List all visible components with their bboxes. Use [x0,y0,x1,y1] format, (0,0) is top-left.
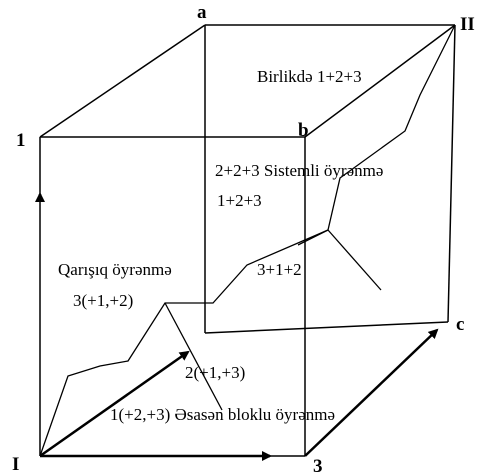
corner-a-label: a [197,2,207,23]
arrow-diagonal [39,350,190,458]
branch-right [327,229,382,291]
mixed-label: Qarışıq öyrənmə [58,260,172,279]
axis-arrows [35,192,439,461]
corner-1-label: 1 [16,130,26,151]
edge-hidden-c [204,321,449,334]
branch-left [297,229,329,246]
learning-path [39,24,456,457]
mixed-sub-label: 3(+1,+2) [73,291,133,310]
corner-3-label: 3 [313,456,323,474]
corner-c-label: c [456,314,464,335]
cube-edges [39,24,456,456]
mixed-order-label: 3+1+2 [257,260,302,279]
systematic-label: 2+2+3 Sistemli öyrənmə [215,161,383,180]
arrow-3-to-c [304,328,439,457]
corner-b-label: b [298,120,309,141]
block-label: 1(+2,+3) Əsasən bloklu öyrənmə [110,405,335,424]
path-2-label: 2(+1,+3) [185,363,245,382]
edge-II-c [447,24,456,323]
systematic-sub-label: 1+2+3 [217,191,262,210]
edge-b-II [304,24,456,138]
corner-I-label: I [12,454,19,474]
corner-II-label: II [460,14,475,35]
together-label: Birlikdə 1+2+3 [257,67,362,86]
edge-1-a [39,24,206,138]
branch-down [164,302,223,411]
